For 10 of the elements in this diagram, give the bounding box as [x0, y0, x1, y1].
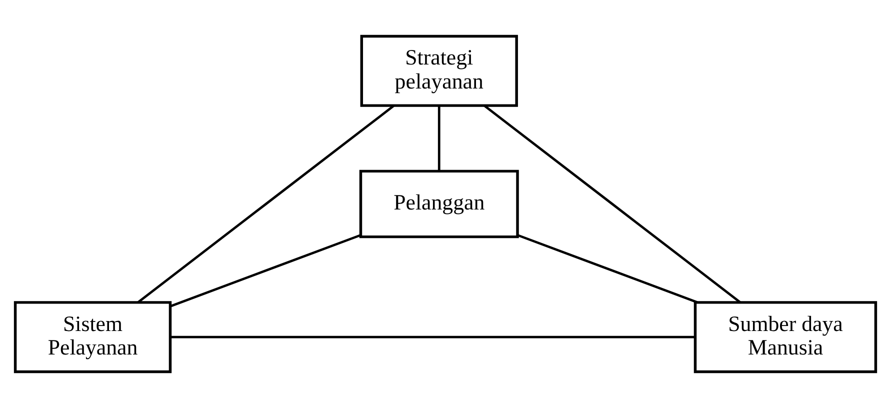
- node-box: Sistem Pelayanan: [14, 301, 172, 374]
- node-box: Strategi pelayanan: [360, 34, 518, 107]
- connector: [438, 106, 440, 172]
- node-box: Sumber daya Manusia: [694, 301, 878, 374]
- connector: [137, 104, 395, 304]
- connector: [170, 336, 695, 338]
- connector: [484, 104, 741, 304]
- connector: [517, 234, 698, 304]
- node-box: Pelanggan: [359, 170, 519, 238]
- connector: [170, 234, 361, 308]
